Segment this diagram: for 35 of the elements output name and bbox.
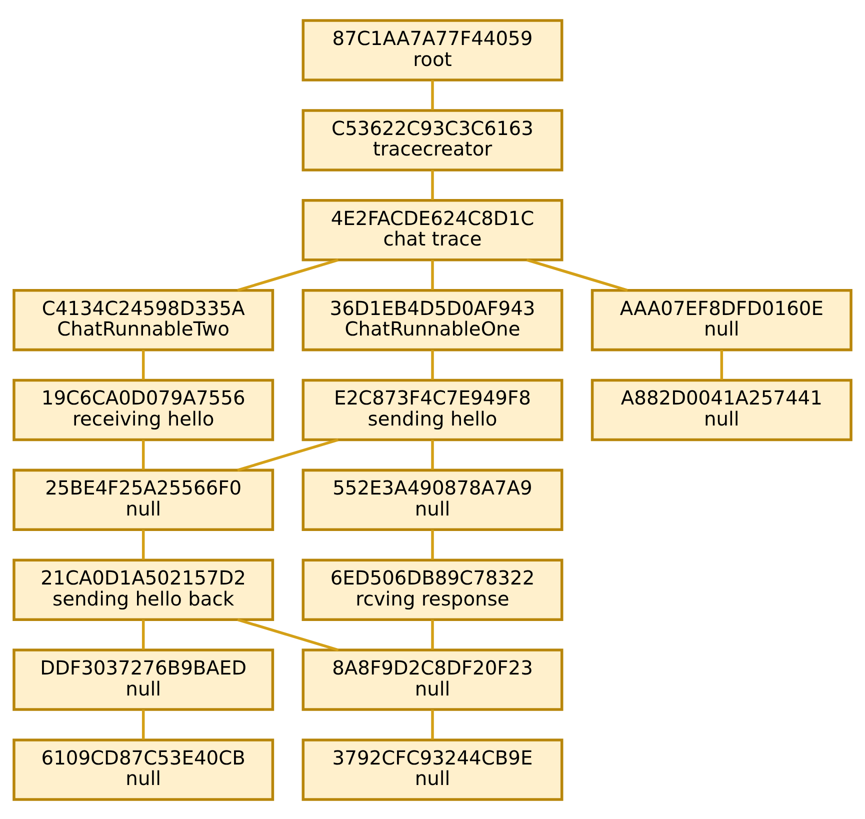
- node-box: 3792CFC93244CB9E null: [302, 738, 564, 800]
- connector: [431, 80, 434, 110]
- connector: [142, 709, 145, 739]
- node-box: 8A8F9D2C8DF20F23 null: [302, 648, 564, 710]
- connector: [526, 258, 628, 292]
- node-box: A882D0041A257441 null: [590, 378, 852, 441]
- node-box: 4E2FACDE624C8D1C chat trace: [302, 198, 564, 261]
- node-box: C53622C93C3C6163 tracecreator: [302, 108, 564, 171]
- connector: [431, 709, 434, 739]
- connector: [237, 258, 339, 292]
- node-box: 6109CD87C53E40CB null: [12, 738, 274, 800]
- connector: [431, 529, 434, 560]
- node-box: 552E3A490878A7A9 null: [302, 468, 564, 531]
- connector: [431, 439, 434, 470]
- connector: [237, 618, 339, 651]
- connector: [720, 350, 724, 380]
- connector: [142, 529, 145, 560]
- connector: [431, 350, 434, 380]
- connector: [142, 439, 145, 470]
- node-box: 25BE4F25A25566F0 null: [12, 468, 274, 531]
- connector: [142, 350, 145, 380]
- connector: [431, 170, 434, 200]
- node-box: 36D1EB4D5D0AF943 ChatRunnableOne: [302, 288, 564, 351]
- node-box: 6ED506DB89C78322 rcving response: [302, 558, 564, 620]
- node-box: AAA07EF8DFD0160E null: [590, 288, 852, 351]
- connector: [431, 619, 434, 649]
- node-box: 19C6CA0D079A7556 receiving hello: [12, 378, 274, 441]
- connector: [431, 260, 434, 290]
- node-box: DDF3037276B9BAED null: [12, 648, 274, 710]
- connector: [237, 438, 339, 471]
- node-box: 87C1AA7A77F44059 root: [302, 18, 564, 81]
- connector: [142, 619, 145, 649]
- node-box: C4134C24598D335A ChatRunnableTwo: [12, 288, 274, 351]
- node-box: 21CA0D1A502157D2 sending hello back: [12, 558, 274, 620]
- node-box: E2C873F4C7E949F8 sending hello: [302, 378, 564, 441]
